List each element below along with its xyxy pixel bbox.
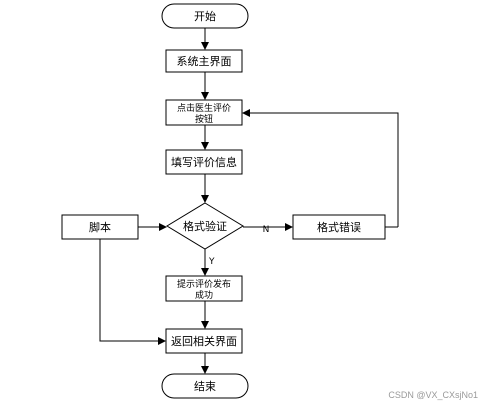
edge-label-yes: Y [208, 257, 215, 267]
return-ui-label: 返回相关界面 [171, 334, 237, 348]
watermark: CSDN @VX_CXsjNo1 [388, 390, 478, 400]
edge-label-no: N [263, 225, 270, 235]
error-label: 格式错误 [317, 220, 361, 234]
start-node: 开始 [161, 3, 249, 29]
click-evaluate-label-line1: 点击医生评价 [177, 102, 231, 114]
success-label-line1: 提示评价发布 [177, 278, 231, 290]
end-label: 结束 [194, 380, 216, 393]
error-node: 格式错误 [292, 214, 386, 240]
success-label-line2: 成功 [195, 289, 213, 301]
fill-info-label: 填写评价信息 [171, 155, 237, 169]
edge-error-loop [242, 109, 399, 227]
start-label: 开始 [194, 9, 216, 23]
fill-info-node: 填写评价信息 [165, 149, 243, 175]
script-node: 脚本 [61, 214, 139, 240]
main-ui-label: 系统主界面 [177, 55, 232, 68]
script-label: 脚本 [89, 220, 111, 234]
click-evaluate-label-line2: 按钮 [195, 113, 213, 125]
success-node: 提示评价发布 成功 [165, 275, 243, 302]
end-node: 结束 [161, 373, 249, 399]
edge-script-return [99, 239, 166, 345]
return-ui-node: 返回相关界面 [165, 328, 243, 354]
validate-decision: 格式验证 [166, 202, 244, 250]
connectors [99, 28, 399, 374]
main-ui-node: 系统主界面 [165, 49, 243, 73]
validate-label: 格式验证 [183, 219, 227, 233]
click-evaluate-node: 点击医生评价 按钮 [165, 99, 243, 126]
